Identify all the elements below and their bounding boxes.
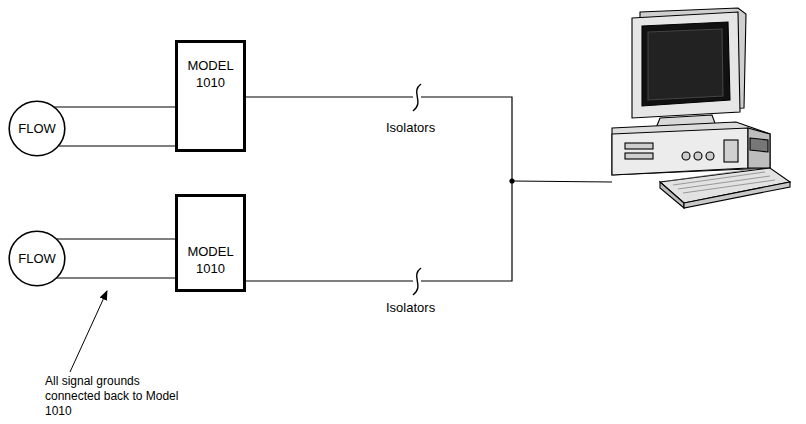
keyboard-keys [668,168,775,193]
signal-wiring [246,84,612,295]
wire [246,280,413,281]
key-row [683,180,775,193]
flow-label: FLOW [18,250,56,267]
isolator-label: Isolators [386,300,435,316]
flow-circle: FLOW [8,230,66,287]
wire [246,96,413,97]
signal-wire [57,277,175,278]
signal-wire [54,106,175,107]
isolator-symbol [413,268,421,295]
junction-dot [509,178,514,183]
flow-label: FLOW [18,120,56,137]
leader-line [70,291,107,372]
isolator-symbol [413,84,421,111]
signal-wire [59,145,175,146]
wire [512,181,612,182]
computer-icon [612,8,790,208]
isolator-label: Isolators [386,120,435,136]
signal-wire [57,238,175,239]
model-label: MODEL 1010 [185,57,237,91]
model-box: MODEL 1010 [175,40,246,152]
model-box: MODEL 1010 [175,194,246,292]
model-label: MODEL 1010 [185,243,237,277]
flow-circle: FLOW [8,100,66,157]
ground-note: All signal grounds connected back to Mod… [45,374,180,419]
